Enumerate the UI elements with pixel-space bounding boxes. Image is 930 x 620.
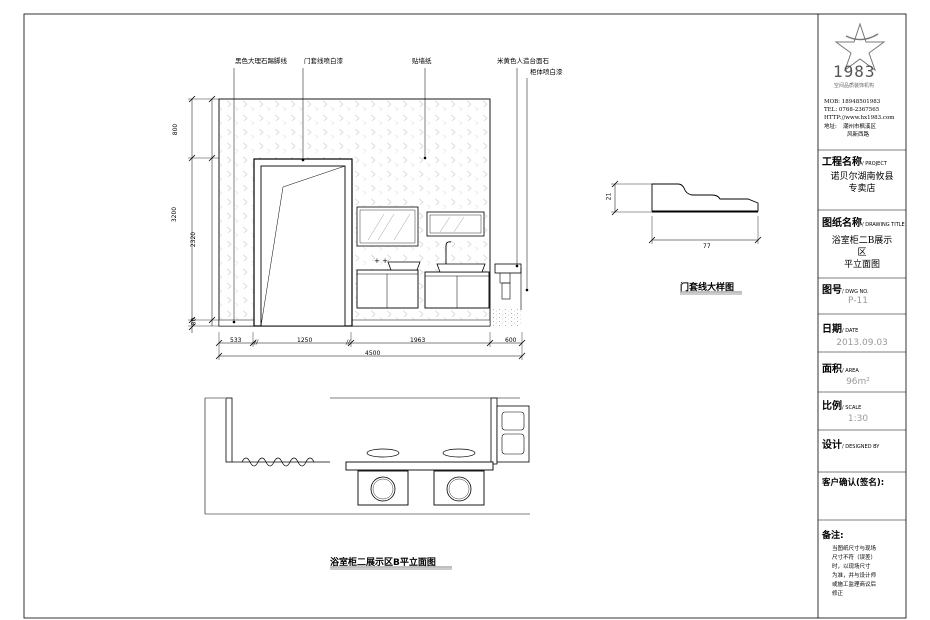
dim-4500: 4500 <box>365 350 381 357</box>
plan-curtain <box>241 457 315 467</box>
elevation-view: + + // // <box>188 68 529 360</box>
designer-label: 设计/ DESIGNED BY <box>822 440 880 451</box>
note-line-3: 时，以现场尺寸 <box>832 564 871 570</box>
dim-80: 80 <box>190 317 198 326</box>
contact-addr-label: 地址: <box>824 124 837 130</box>
date-label: 日期/ DATE <box>822 324 859 335</box>
project-label: 工程名称/ PROJECT <box>822 157 887 168</box>
contact-addr-line2: 风新西路 <box>847 132 870 138</box>
door-trim-detail <box>611 180 762 295</box>
basin-right <box>436 263 486 273</box>
title-block-grid <box>818 149 906 521</box>
dim-800: 800 <box>172 123 180 136</box>
contact-mob: MOB: 18948501983 <box>824 99 881 105</box>
area-label: 面积/ AREA <box>822 364 859 375</box>
plan-wall-left <box>225 397 233 463</box>
vanity-cabinet-left <box>356 269 419 309</box>
contact-tel: TEL: 0768-2367565 <box>824 107 880 113</box>
drawing-value-3: 平立面图 <box>843 260 880 270</box>
client-confirm-label: 客户确认(签名): <box>822 478 885 488</box>
drawing-value-2: 区 <box>857 248 867 258</box>
detail-title: 门套线大样图 <box>680 283 735 293</box>
dim-1963: 1963 <box>410 337 426 344</box>
label-baseboard: 黑色大理石踢脚线 <box>235 57 287 65</box>
door-swing-line <box>260 165 346 327</box>
label-door-trim: 门套线喷白漆 <box>304 57 343 65</box>
note-line-4: 为准，并与设计师 <box>832 573 877 579</box>
project-value-2: 专卖店 <box>848 184 876 194</box>
svg-text://: // <box>345 339 351 346</box>
drawing-value-1: 浴室柜二B展示 <box>831 236 893 246</box>
dim-533: 533 <box>230 337 242 344</box>
note-line-5: 或施工监理商议后 <box>832 582 877 588</box>
dim-2320: 2320 <box>190 231 198 248</box>
dim-21: 21 <box>605 192 613 201</box>
basin-left <box>387 261 421 271</box>
logo-star-icon <box>834 22 886 72</box>
dim-600: 600 <box>505 337 517 344</box>
outer-frame <box>23 13 907 619</box>
dwg-number-label: 图号/ DWG NO. <box>822 285 869 296</box>
elevation-title: 浴室柜二展示区B平立面图 <box>330 558 436 568</box>
plan-outline <box>204 398 530 515</box>
logo-subtitle: 空间品质装饰机构 <box>834 83 875 89</box>
note-line-1: 当图纸尺寸与现场 <box>832 546 877 552</box>
dim-3200: 3200 <box>171 206 179 223</box>
label-cabinet: 柜体喷白漆 <box>530 68 563 76</box>
date-value: 2013.09.03 <box>836 338 888 348</box>
scale-value: 1:30 <box>847 414 869 424</box>
logo-text: 1983 <box>833 62 876 81</box>
svg-text://: // <box>253 339 259 346</box>
plan-counter <box>345 461 494 471</box>
note-line-2: 尺寸不符（误差） <box>832 555 877 561</box>
mirror-left <box>356 206 419 247</box>
dwg-number-value: P-11 <box>848 296 868 306</box>
label-countertop: 米黄色人造台面石 <box>497 57 549 65</box>
notes-label: 备注: <box>822 531 844 541</box>
label-wallpaper: 贴墙纸 <box>412 57 432 65</box>
contact-http: HTTP://www.hx1983.com <box>824 115 895 121</box>
mirror-right <box>426 211 485 237</box>
area-value: 96m² <box>846 377 870 387</box>
plan-view <box>204 397 530 515</box>
plan-wall-right <box>490 397 498 465</box>
note-line-6: 修正 <box>832 591 844 597</box>
faucet-right <box>445 241 452 264</box>
dim-77: 77 <box>703 243 711 250</box>
scale-label: 比例/ SCALE <box>822 401 862 412</box>
contact-addr-line1: 潮州市枫溪区 <box>843 124 877 130</box>
dim-1250: 1250 <box>297 337 313 344</box>
trim-profile <box>651 183 759 212</box>
plan-basin-left <box>357 470 409 506</box>
door-frame-inner <box>260 165 346 327</box>
plan-basin-right <box>433 470 485 506</box>
drawing-label: 图纸名称/ DRAWING TITLE <box>822 218 905 229</box>
svg-text:+ +: + + <box>374 257 388 265</box>
project-value-1: 诺贝尔湖南攸县 <box>830 172 894 182</box>
